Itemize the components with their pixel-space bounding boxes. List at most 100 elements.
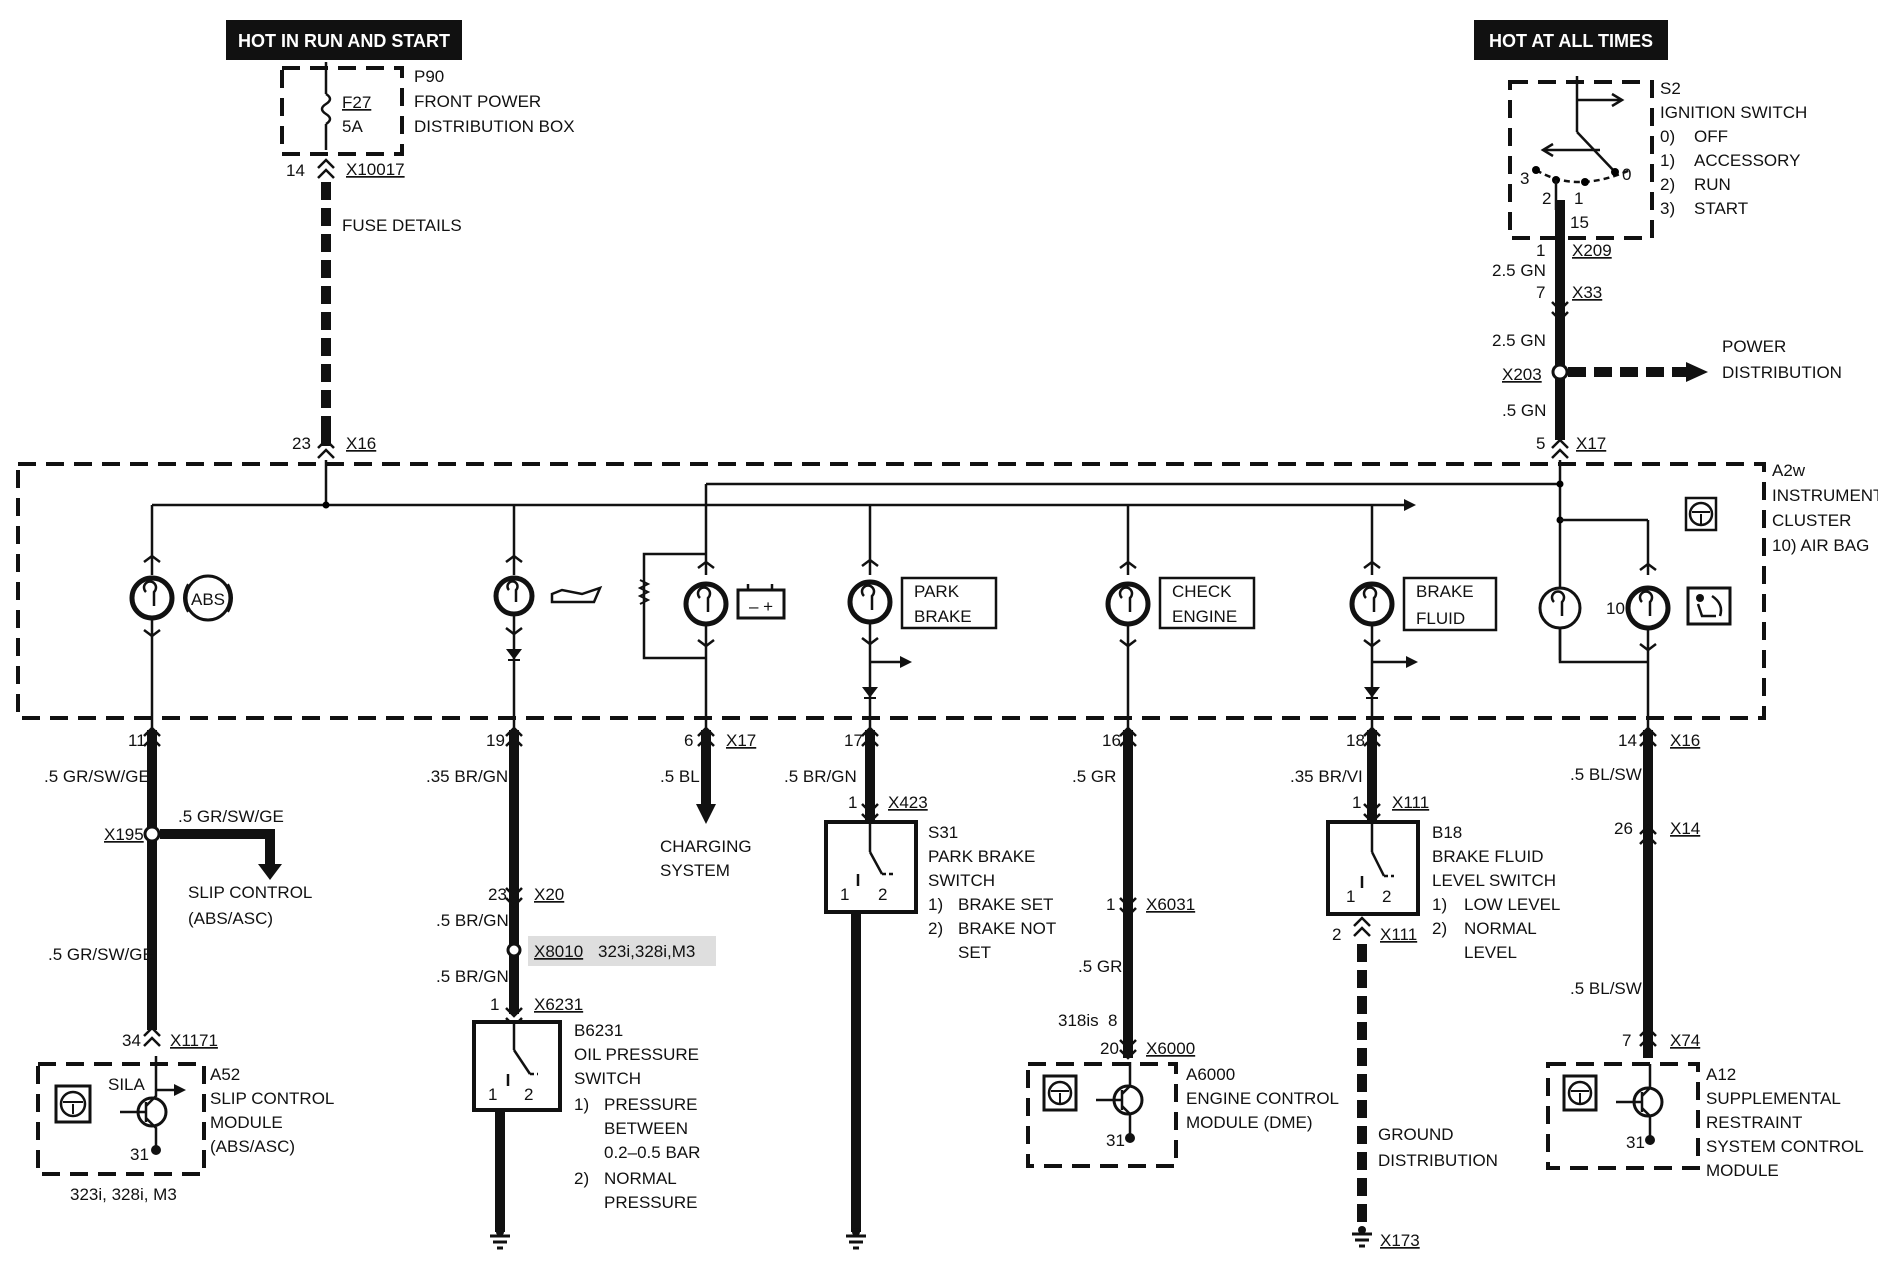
b6231-oil-pressure-switch: 1 2 B6231 OIL PRESSURE SWITCH 1) PRESSUR… [472,1020,700,1212]
connector-mark [1551,438,1569,459]
s31-id: S31 [928,823,958,842]
feed-wire2: 2.5 GN [1492,331,1546,350]
b6231-c1: 1 [488,1085,497,1104]
b6231-c2: 2 [524,1085,533,1104]
s31-line1: PARK BRAKE [928,847,1035,866]
b18-line2: LEVEL SWITCH [1432,871,1556,890]
feed-pin7: 7 [1536,283,1545,302]
bus-node [1556,480,1564,488]
s2-ignition-switch: 3 2 1 0 15 S2 IGNITION SWITCH 0) OFF 1) … [1508,76,1807,240]
a52-slip-control-module: SILA 31 A52 SLIP CONTROL MODULE (ABS/ASC… [36,1056,334,1204]
a52-models: 323i, 328i, M3 [70,1185,177,1204]
park-pin: 17 [844,731,863,750]
feed-pin5: 5 [1536,434,1545,453]
slip-branch-arrow [258,864,282,880]
charge-wire-label: .5 BL [660,767,700,786]
a6000-engine-control-module: 31 A6000 ENGINE CONTROL MODULE (DME) [1026,1062,1339,1168]
oil-lamp [493,505,603,730]
a12-line2: RESTRAINT [1706,1113,1802,1132]
abs-pin34: 34 [122,1031,141,1050]
p90-fuse-box: F27 5A P90 FRONT POWER DISTRIBUTION BOX … [280,62,575,180]
b6231-opt1-num: 1) [574,1095,589,1114]
cluster-x16: X16 [346,434,376,453]
b6231-opt2-num: 2) [574,1169,589,1188]
connector-mark [317,158,335,179]
engine-wire1: .5 GR [1072,767,1116,786]
abs-wire2: .5 GR/SW/GE [48,945,154,964]
s31-opt1n: 1) [928,895,943,914]
feed-x33: X33 [1572,283,1602,302]
b6231-line2: SWITCH [574,1069,641,1088]
oil-pin: 19 [486,731,505,750]
s2-pos0: OFF [1694,127,1728,146]
park-label-2: BRAKE [914,607,972,626]
feed-wire3: .5 GN [1502,401,1546,420]
oil-wire1: .35 BR/GN [426,767,508,786]
park-pin1: 1 [848,793,857,812]
s2-pos2-num: 2) [1660,175,1675,194]
abs-label: ABS [191,590,225,609]
a6000-id: A6000 [1186,1065,1235,1084]
s2-pos1: ACCESSORY [1694,151,1800,170]
s2-connector: X209 [1572,241,1612,260]
s31-line2: SWITCH [928,871,995,890]
brake-fluid-lamp: BRAKE FLUID [1349,505,1498,730]
airbag-x14: X14 [1670,819,1700,838]
connector-mark [1119,1039,1137,1060]
bus-node [322,501,330,509]
fluid-pin1: 1 [1352,793,1361,812]
park-brake-lamp: PARK BRAKE [847,505,998,730]
cluster-line2: CLUSTER [1772,511,1851,530]
s2-contact-1: 1 [1574,189,1583,208]
a52-gnd: 31 [130,1145,149,1164]
slip-branch-wire [160,829,275,866]
b18-opt1n: 1) [1432,895,1447,914]
fluid-gnd1: GROUND [1378,1125,1454,1144]
b6231-opt2-l2: PRESSURE [604,1193,698,1212]
p90-line1: FRONT POWER [414,92,541,111]
connector-mark [1353,916,1371,937]
engine-pin1: 1 [1106,895,1115,914]
battery-lamp: – + [637,484,786,730]
a6000-gnd: 31 [1106,1131,1125,1150]
instrument-cluster-box [16,462,1766,720]
splice-x203 [1551,363,1569,381]
oil-x20: X20 [534,885,564,904]
abs-branch-wire: .5 GR/SW/GE [178,807,284,826]
connector-mark [505,887,523,908]
abs-pin: 11 [128,731,146,750]
fluid-pin2: 2 [1332,925,1341,944]
park-wire-label: .5 BR/GN [784,767,857,786]
engine-x6000: X6000 [1146,1039,1195,1058]
connector-mark [1119,897,1137,918]
header-right: HOT AT ALL TIMES [1489,31,1653,51]
s2-pos1-num: 1) [1660,151,1675,170]
connector-mark [143,1026,161,1047]
a12-gnd: 31 [1626,1133,1645,1152]
oil-pin1: 1 [490,995,499,1014]
model-highlight [528,936,716,966]
park-label-1: PARK [914,582,960,601]
a52-line1: SLIP CONTROL [210,1089,334,1108]
power-dist-2: DISTRIBUTION [1722,363,1842,382]
b18-c2: 2 [1382,887,1391,906]
b6231-opt1-l2: BETWEEN [604,1119,688,1138]
power-dist-1: POWER [1722,337,1786,356]
airbag-module-icon [1684,496,1718,532]
feed-wire1: 2.5 GN [1492,261,1546,280]
s2-pos2: RUN [1694,175,1731,194]
engine-pin20: 20 [1100,1039,1119,1058]
s2-contact-0: 0 [1622,165,1631,184]
oil-can-icon [550,585,603,604]
fluid-pin: 18 [1346,731,1365,750]
fluid-gnd2: DISTRIBUTION [1378,1151,1498,1170]
b18-brake-fluid-level-switch: 1 2 B18 BRAKE FLUID LEVEL SWITCH 1) LOW … [1326,820,1560,962]
b6231-opt1-l1: PRESSURE [604,1095,698,1114]
oil-wire3: .5 BR/GN [436,967,509,986]
oil-pin23: 23 [488,885,507,904]
airbag-x16: X16 [1670,731,1700,750]
a12-line3: SYSTEM CONTROL [1706,1137,1864,1156]
slip-label-2: (ABS/ASC) [188,909,273,928]
airbag-pin26: 26 [1614,819,1633,838]
abs-conn: X1171 [170,1031,218,1050]
